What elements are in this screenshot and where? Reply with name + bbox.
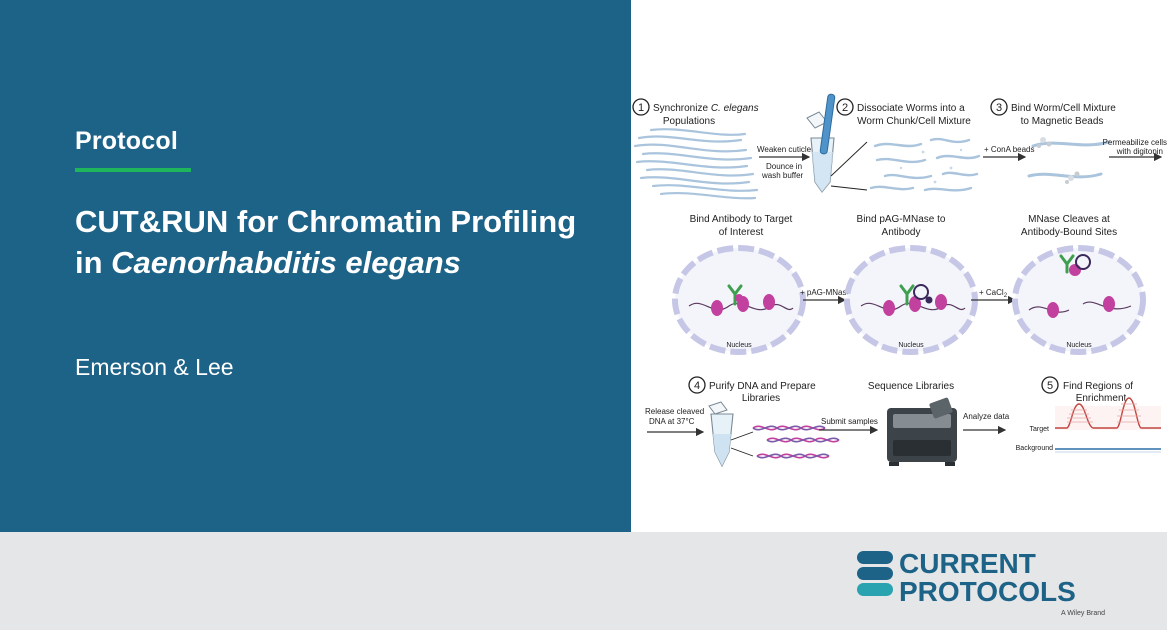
- title-prefix: in: [75, 245, 112, 280]
- bind-pag-label-1: Bind pAG-MNase to: [857, 214, 946, 225]
- step-3-label-line-2: to Magnetic Beads: [1021, 116, 1104, 127]
- accent-rule: [75, 168, 191, 172]
- current-protocols-logo: CURRENT PROTOCOLS A Wiley Brand: [857, 548, 1105, 617]
- logo-mark-icon: [857, 551, 893, 596]
- analyze-label: Analyze data: [963, 412, 1010, 421]
- nucleus-mnase-cleaved: Nucleus: [1012, 245, 1146, 355]
- step-number: 4: [694, 380, 700, 392]
- zoom-line: [830, 141, 868, 177]
- step-1: 1 Synchronize C. elegans Populations: [632, 98, 759, 127]
- release-label-2: DNA at 37°C: [649, 417, 695, 426]
- step-number: 5: [1047, 380, 1053, 392]
- protocol-figure: 1 Synchronize C. elegans Populations Wea…: [632, 93, 1167, 468]
- sequencer-icon: [887, 397, 957, 466]
- step-4-label-line-2: Libraries: [742, 393, 780, 404]
- worm-chunks-illustration: [869, 137, 981, 192]
- step-number: 1: [638, 102, 644, 114]
- zoom-line: [730, 447, 754, 457]
- title-panel: [0, 0, 631, 532]
- worm-population-illustration: [633, 128, 759, 200]
- species-name: Caenorhabditis elegans: [111, 245, 461, 280]
- pag-arrow-label: + pAG-MNase: [800, 288, 851, 297]
- weaken-label: Weaken cuticle: [757, 145, 812, 154]
- step-2-label-line-2: Worm Chunk/Cell Mixture: [857, 116, 971, 127]
- step-number-badge: [990, 98, 1008, 116]
- cell-dots: [899, 148, 963, 184]
- step-number-badge: [632, 98, 650, 116]
- logo-tagline: A Wiley Brand: [1061, 610, 1105, 617]
- step-number-badge: [688, 376, 706, 394]
- bead-bound-worms-illustration: [1027, 137, 1111, 184]
- step-5-label-line-1: Find Regions of: [1063, 381, 1133, 392]
- cona-label: + ConA beads: [984, 145, 1034, 154]
- footer-band: [0, 532, 1167, 630]
- bind-antibody-label-1: Bind Antibody to Target: [690, 214, 793, 225]
- nucleus-label: Nucleus: [898, 342, 924, 349]
- submit-label: Submit samples: [821, 417, 878, 426]
- nucleus-label: Nucleus: [1066, 342, 1092, 349]
- mnase-label-2: Antibody-Bound Sites: [1021, 227, 1117, 238]
- step-number: 2: [842, 102, 848, 114]
- step-5: 5 Find Regions of Enrichment: [1041, 376, 1133, 404]
- dounce-label-1: Dounce in: [766, 162, 802, 171]
- logo-word-current: CURRENT: [899, 548, 1036, 579]
- bind-pag-label-2: Antibody: [882, 227, 921, 238]
- zoom-line: [830, 185, 868, 191]
- article-title: CUT&RUN for Chromatin Profiling in Caeno…: [75, 201, 615, 283]
- dounce-label-2: wash buffer: [761, 171, 804, 180]
- step-3: 3 Bind Worm/Cell Mixture to Magnetic Bea…: [990, 98, 1116, 127]
- step-3-label-line-1: Bind Worm/Cell Mixture: [1011, 103, 1116, 114]
- step-4: 4 Purify DNA and Prepare Libraries: [688, 376, 816, 404]
- cacl-arrow-label: + CaCl2: [979, 288, 1008, 299]
- target-track-label: Target: [1030, 426, 1050, 433]
- zoom-line: [730, 431, 754, 441]
- logo-word-protocols: PROTOCOLS: [899, 576, 1076, 607]
- dna-fragments-illustration: [752, 425, 840, 459]
- permeabilize-label-2: with digitonin: [1116, 147, 1163, 156]
- sequence-label: Sequence Libraries: [868, 381, 954, 392]
- title-line-1: CUT&RUN for Chromatin Profiling: [75, 204, 577, 239]
- tube-icon: [708, 401, 734, 468]
- nucleus-label: Nucleus: [726, 342, 752, 349]
- step-1-label-line-2: Populations: [663, 116, 715, 127]
- permeabilize-label-1: Permeabilize cells: [1103, 138, 1167, 147]
- authors: Emerson & Lee: [75, 354, 234, 380]
- nucleus-antibody-bound: Nucleus: [672, 245, 806, 355]
- background-track-label: Background: [1016, 445, 1053, 452]
- step-number-badge: [836, 98, 854, 116]
- step-number-badge: [1041, 376, 1059, 394]
- step-2-label-line-1: Dissociate Worms into a: [857, 103, 965, 114]
- release-label-1: Release cleaved: [645, 407, 704, 416]
- nucleus-pag-bound: Nucleus: [844, 245, 978, 355]
- step-5-label-line-2: Enrichment: [1076, 393, 1127, 404]
- step-number: 3: [996, 102, 1002, 114]
- tube-with-pestle-icon: [806, 93, 836, 193]
- mnase-label-1: MNase Cleaves at: [1028, 214, 1110, 225]
- step-1-label-line-1: Synchronize C. elegans: [653, 103, 759, 114]
- enrichment-tracks-illustration: [1055, 397, 1161, 453]
- title-line-2: in Caenorhabditis elegans: [75, 242, 615, 283]
- step-4-label-line-1: Purify DNA and Prepare: [709, 381, 816, 392]
- step-2: 2 Dissociate Worms into a Worm Chunk/Cel…: [836, 98, 971, 127]
- article-type-label: Protocol: [75, 127, 178, 155]
- bind-antibody-label-2: of Interest: [719, 227, 764, 238]
